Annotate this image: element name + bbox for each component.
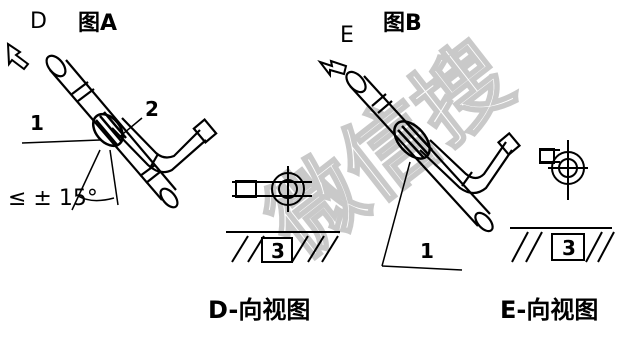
figure-a-callout-2: 2 (145, 97, 159, 121)
figure-a-view-letter: D (30, 9, 47, 34)
e-view-base-number: 3 (562, 236, 576, 260)
callout-line-2a (117, 117, 143, 139)
e-view-base-hatch (510, 227, 615, 263)
figure-a-callout-1: 1 (30, 111, 44, 135)
d-view-base-number: 3 (271, 239, 285, 263)
e-view-pipe-end (539, 140, 588, 200)
callout-line-1a (21, 139, 101, 144)
figure-b-callout-1: 1 (420, 239, 434, 263)
d-view-caption: D-向视图 (208, 296, 310, 324)
figure-b: E 图B 1 (317, 11, 522, 271)
callout-line-1b (381, 161, 463, 271)
view-direction-arrow-e (317, 59, 348, 78)
d-view-pipe-end (232, 166, 312, 212)
figure-b-view-letter: E (340, 23, 354, 48)
brazed-joint-b (393, 120, 433, 160)
tolerance-label: ≤ ± 15° (8, 186, 98, 211)
e-view-caption: E-向视图 (500, 296, 598, 324)
tolerance-angle (71, 149, 119, 211)
view-direction-arrow-d (6, 42, 30, 71)
pipe-b-branch (419, 131, 522, 195)
pipe-a-straight (45, 54, 179, 209)
d-view: 3 D-向视图 (208, 166, 340, 324)
figure-a: D 图A (6, 9, 218, 211)
pipe-a-branch (111, 117, 218, 174)
figure-b-title: 图B (383, 11, 422, 36)
d-view-base-hatch (226, 231, 340, 263)
e-view: 3 E-向视图 (500, 140, 615, 324)
figure-a-title: 图A (78, 11, 117, 36)
brazed-joint-a (91, 111, 127, 148)
